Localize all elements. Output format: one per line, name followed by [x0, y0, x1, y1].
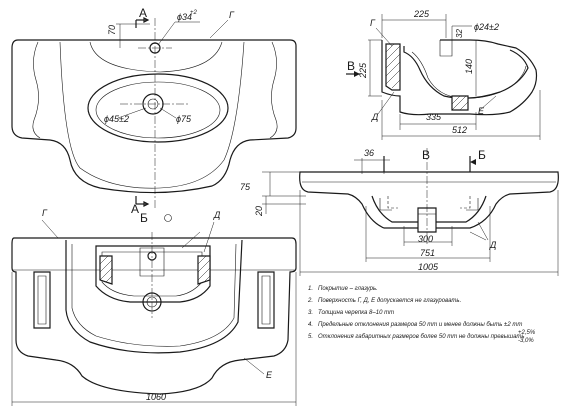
dim-70: 70 — [107, 25, 117, 35]
dim-phi34-tol: +2 — [190, 10, 198, 16]
dim-300: 300 — [418, 234, 433, 244]
note-3-num: 3. — [308, 310, 313, 316]
dim-140: 140 — [464, 59, 474, 74]
note-1-num: 1. — [308, 286, 313, 292]
note-5-num: 5. — [308, 334, 313, 340]
front-view — [262, 148, 559, 276]
dim-32: 32 — [455, 29, 464, 38]
notes-block: 1. Покрытие – глазурь. 2. Поверхность Г,… — [307, 286, 536, 344]
dim-512: 512 — [452, 125, 467, 135]
label-d-section: Д — [371, 112, 379, 122]
section-view — [346, 14, 541, 140]
note-4-num: 4. — [308, 322, 313, 328]
dim-1060: 1060 — [146, 392, 166, 402]
view-label-b-front: Б — [478, 148, 486, 162]
dim-phi24: ϕ24±2 — [474, 22, 499, 32]
dim-36: 36 — [364, 148, 374, 158]
dim-phi34: ϕ34 — [177, 12, 192, 22]
top-view — [11, 17, 297, 210]
label-g-section: Г — [370, 18, 376, 28]
dim-phi75: ϕ75 — [176, 114, 192, 124]
dim-335: 335 — [426, 112, 442, 122]
dim-225-side: 225 — [358, 62, 368, 79]
view-arrow-v: В — [347, 59, 355, 73]
note-3-text: Толщина черепка 8–10 mm — [318, 310, 394, 316]
note-5-text: Отклонения габаритных размеров более 50 … — [318, 334, 525, 340]
note-2-text: Поверхность Г, Д, Е допускается не глазу… — [318, 298, 461, 304]
bottom-view — [11, 219, 297, 406]
label-d-front: Д — [489, 240, 497, 250]
section-mark-a-bottom: А — [131, 202, 139, 216]
dim-1005: 1005 — [418, 262, 439, 272]
dim-phi45: ϕ45±2 — [104, 114, 129, 124]
label-g-top: Г — [229, 10, 235, 20]
label-e-section: Е — [478, 106, 485, 116]
note-4-text: Предельные отклонения размеров 50 mm и м… — [318, 322, 522, 328]
tolerance-plus: +2,5% — [518, 330, 536, 336]
label-g-bottom: Г — [42, 208, 48, 218]
note-2-num: 2. — [307, 298, 313, 304]
label-d-bottom: Д — [213, 210, 221, 220]
section-hatch — [385, 43, 401, 89]
dim-75: 75 — [240, 182, 251, 192]
tolerance-minus: -3,0% — [518, 338, 534, 344]
dim-20: 20 — [254, 206, 264, 217]
section-mark-a-top: А — [139, 6, 147, 20]
dim-751: 751 — [420, 248, 435, 258]
view-mark-circle — [164, 214, 172, 222]
label-e-bottom: Е — [266, 370, 273, 380]
view-label-b: Б — [140, 211, 148, 225]
note-1-text: Покрытие – глазурь. — [318, 286, 378, 292]
view-label-v-front: В — [422, 148, 430, 162]
dim-225-top: 225 — [413, 9, 430, 19]
